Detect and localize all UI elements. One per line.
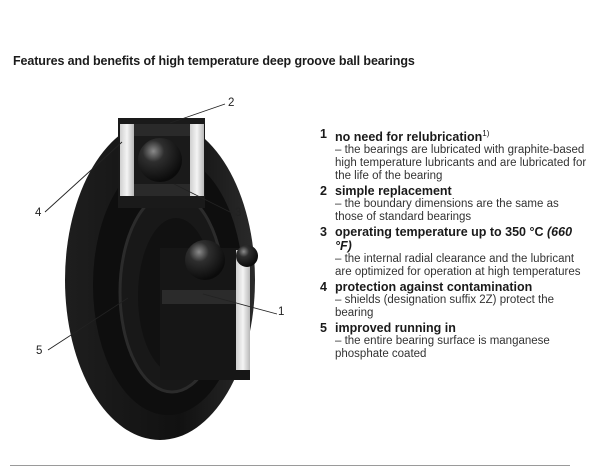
feature-description: – shields (designation suffix 2Z) protec…	[335, 294, 555, 320]
feature-number: 5	[320, 321, 327, 336]
feature-item: 1 no need for relubrication1) – the bear…	[320, 127, 590, 183]
feature-number: 2	[320, 184, 327, 199]
top-shield-left	[120, 124, 134, 196]
bottom-ball	[185, 240, 225, 280]
bearing-drawing	[44, 103, 278, 440]
fahrenheit-value: (660 °F)	[335, 225, 573, 254]
callout-1: 1	[278, 306, 285, 318]
top-ball	[138, 138, 182, 182]
feature-heading: simple replacement	[335, 184, 452, 199]
feature-description: – the boundary dimensions are the same a…	[335, 198, 559, 224]
bottom-section-cut	[160, 248, 250, 380]
feature-item: 2 simple replacement – the boundary dime…	[320, 184, 590, 224]
bearing-illustration: 2 4 3 1 5	[0, 80, 310, 440]
feature-number: 1	[320, 127, 327, 141]
feature-item: 3 operating temperature up to 350 °C (66…	[320, 225, 590, 279]
feature-heading: improved running in	[335, 321, 456, 336]
callout-5: 5	[36, 345, 43, 357]
callout-4: 4	[35, 207, 42, 219]
feature-item: 5 improved running in – the entire beari…	[320, 321, 590, 361]
callout-2: 2	[228, 97, 235, 109]
bottom-shield-right	[236, 250, 250, 370]
feature-heading: protection against contamination	[335, 280, 533, 295]
callout-3: 3	[235, 207, 242, 219]
leader-lines	[44, 103, 278, 351]
feature-description: – the internal radial clearance and the …	[335, 253, 581, 279]
feature-number: 4	[320, 280, 327, 295]
footnote-marker: 1)	[482, 129, 490, 138]
feature-item: 4 protection against contamination – shi…	[320, 280, 590, 320]
features-list: 1 no need for relubrication1) – the bear…	[320, 127, 590, 362]
feature-description: – the bearings are lubricated with graph…	[335, 144, 587, 183]
feature-number: 3	[320, 225, 327, 240]
page-title: Features and benefits of high temperatur…	[13, 54, 415, 68]
bottom-divider	[10, 465, 570, 466]
feature-description: – the entire bearing surface is manganes…	[335, 335, 550, 361]
feature-heading: no need for relubrication1)	[335, 129, 490, 145]
top-shield-right	[190, 124, 204, 196]
feature-heading: operating temperature up to 350 °C (660 …	[335, 225, 573, 254]
